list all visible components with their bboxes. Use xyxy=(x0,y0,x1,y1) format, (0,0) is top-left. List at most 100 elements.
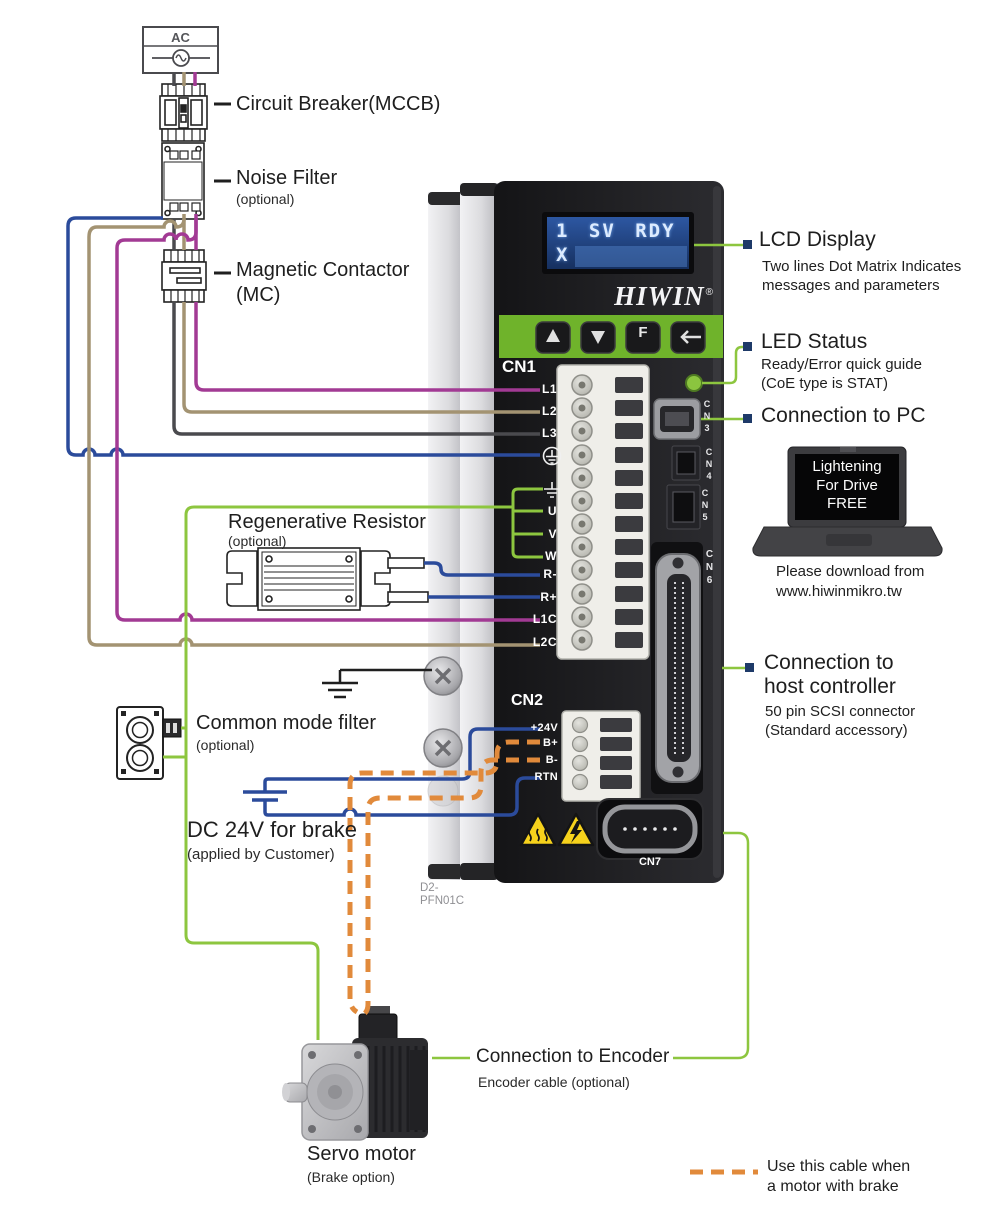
drive-image xyxy=(423,181,724,883)
cn6-label: CN6 xyxy=(704,549,715,588)
terminal-U: U xyxy=(547,504,557,518)
cn1-terminal-screws xyxy=(571,374,643,651)
laptop-note2: www.hiwinmikro.tw xyxy=(776,583,902,600)
servo-motor-image xyxy=(282,1006,428,1141)
callout-led-desc1: Ready/Error quick guide xyxy=(761,356,922,373)
callout-host-desc2: (Standard accessory) xyxy=(765,722,908,739)
bullet-icon xyxy=(743,240,752,249)
wire-L1 xyxy=(194,302,540,392)
terminal-rtn: RTN xyxy=(534,771,558,783)
cn7-label: CN7 xyxy=(638,856,661,868)
legend-text1: Use this cable when xyxy=(767,1158,911,1175)
callout-encoder-title: Connection to Encoder xyxy=(476,1046,670,1067)
bullet-icon xyxy=(745,663,754,672)
wire-rtn xyxy=(263,776,540,817)
terminal-L2C: L2C xyxy=(532,635,557,649)
wire-R-minus xyxy=(424,561,540,577)
callout-led-desc2: (CoE type is STAT) xyxy=(761,375,888,392)
resistor-note: (optional) xyxy=(228,533,287,549)
cmf-connector xyxy=(162,718,182,738)
callout-lcd-desc2: messages and parameters xyxy=(762,277,940,294)
motor-label: Servo motor xyxy=(307,1143,416,1165)
cn4-label: CN4 xyxy=(704,447,714,483)
cn2-label: CN2 xyxy=(511,692,544,709)
terminal-b-minus: B- xyxy=(545,754,558,766)
lcd-line2: X xyxy=(556,244,570,266)
resistor-label: Regenerative Resistor xyxy=(228,511,426,533)
terminal-R-minus: R- xyxy=(543,567,557,581)
terminal-L3: L3 xyxy=(541,426,557,440)
bullet-icon xyxy=(743,414,752,423)
f-key-label: F xyxy=(638,324,648,341)
earth-icon xyxy=(544,482,560,498)
wire-L2 xyxy=(182,302,540,414)
function-button xyxy=(625,321,661,354)
callout-lcd-title: LCD Display xyxy=(759,228,876,251)
laptop-screen xyxy=(795,454,899,520)
earth-ground-symbol xyxy=(322,668,432,699)
led-status-light xyxy=(685,374,703,392)
magnetic-contactor-symbol xyxy=(161,249,207,303)
terminal-L1C: L1C xyxy=(532,612,557,626)
hiwin-logo: HIWIN® xyxy=(614,281,713,311)
dc24v-battery-symbol xyxy=(243,790,287,802)
heatsink-panel xyxy=(460,183,498,880)
terminal-24v: +24V xyxy=(530,722,558,734)
enter-icon xyxy=(680,330,701,344)
terminal-L1: L1 xyxy=(541,382,557,396)
terminal-L2: L2 xyxy=(541,404,557,418)
brake-cable-dashed xyxy=(347,739,540,1016)
motor-note: (Brake option) xyxy=(307,1169,395,1185)
ac-source-label: AC xyxy=(171,30,190,45)
cmf-note: (optional) xyxy=(196,737,255,753)
callout-led-title: LED Status xyxy=(761,330,868,353)
callout-pc-title: Connection to PC xyxy=(761,404,926,427)
laptop-screen-text: Lightening For Drive FREE xyxy=(812,458,882,512)
regenerative-resistor-symbol xyxy=(226,547,429,611)
contactor-label: Magnetic Contactor xyxy=(236,259,410,281)
laptop-note1: Please download from xyxy=(776,563,925,580)
contactor-label2: (MC) xyxy=(236,284,281,306)
callout-host-title1: Connection to xyxy=(764,651,894,674)
noise-filter-symbol xyxy=(161,142,205,220)
callout-host-desc1: 50 pin SCSI connector xyxy=(765,703,916,720)
cn3-label: CN3 xyxy=(702,399,712,435)
terminal-R-plus: R+ xyxy=(540,590,557,604)
terminal-V: V xyxy=(548,527,557,541)
dc24-label: DC 24V for brake xyxy=(187,817,357,842)
bullet-icon xyxy=(743,342,752,351)
wire-L3 xyxy=(172,302,540,436)
cn1-label: CN1 xyxy=(502,357,537,376)
wire-PE-blue xyxy=(66,216,540,457)
common-mode-filter-symbol xyxy=(116,706,182,780)
bullet-icons xyxy=(743,240,754,672)
ac-source-symbol xyxy=(142,26,219,74)
callout-encoder-desc: Encoder cable (optional) xyxy=(478,1074,630,1090)
dc24-note: (applied by Customer) xyxy=(187,846,335,863)
breaker-label: Circuit Breaker(MCCB) xyxy=(236,93,441,115)
cn5-label: CN5 xyxy=(700,488,710,524)
noise-filter-label: Noise Filter xyxy=(236,167,338,189)
legend-text2: a motor with brake xyxy=(767,1178,899,1195)
callout-lcd-desc1: Two lines Dot Matrix Indicates xyxy=(762,258,962,275)
drive-model: D2- PFN01C xyxy=(420,882,465,907)
cn7-connector xyxy=(596,798,704,860)
label-ticks xyxy=(214,102,231,275)
lcd-line1: 1 SV RDY xyxy=(556,220,676,242)
terminal-W: W xyxy=(545,549,557,563)
motor-power-cable-green xyxy=(163,487,543,1040)
wire-L1C xyxy=(115,214,540,622)
callout-host-title2: host controller xyxy=(764,675,896,698)
cn6-scsi-connector xyxy=(651,542,703,794)
wire-24v xyxy=(263,727,540,792)
lcd-cursor-block xyxy=(575,246,687,267)
down-arrow-icon xyxy=(591,331,605,344)
circuit-breaker-symbol xyxy=(159,83,208,142)
protective-earth-icon xyxy=(542,446,562,466)
noise-filter-note: (optional) xyxy=(236,191,295,207)
laptop-image xyxy=(752,446,943,557)
wire-L2C xyxy=(87,214,540,647)
callout-lines xyxy=(432,243,750,1060)
